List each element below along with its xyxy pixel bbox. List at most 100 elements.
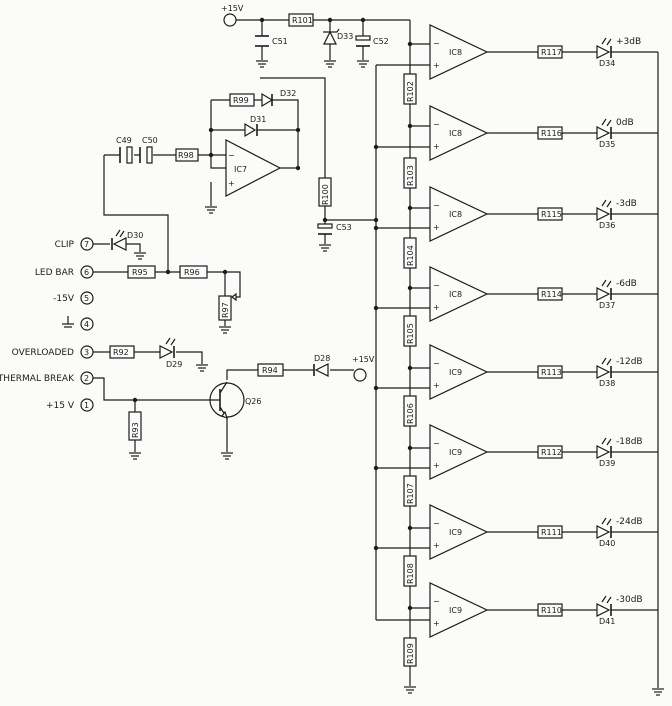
led-label: D38 (599, 379, 615, 388)
svg-text:R101: R101 (292, 16, 313, 25)
opamp-label: IC8 (449, 210, 462, 219)
ladder-resistor-r102: R102 (403, 73, 417, 105)
svg-text:D30: D30 (127, 231, 143, 240)
svg-text:+: + (433, 461, 440, 470)
level-label: -3dB (616, 199, 637, 209)
svg-text:−: − (228, 151, 235, 160)
resistor-r92: R92 (109, 345, 135, 359)
wiring (93, 19, 659, 688)
opamp-ic9: − + IC9 (429, 344, 489, 400)
svg-text:+: + (433, 381, 440, 390)
svg-text:R109: R109 (406, 643, 415, 664)
opamp-label: IC8 (449, 48, 462, 57)
terminal-label: OVERLOADED (12, 348, 74, 358)
ground-icon (62, 316, 74, 328)
svg-text:Q26: Q26 (245, 397, 261, 406)
resistor-r98: R98 (175, 148, 199, 162)
led-d41: D41 (596, 595, 615, 626)
opamp-ic9: − + IC9 (429, 424, 489, 480)
led-label: D35 (599, 140, 615, 149)
terminal-6: 6 LED BAR (35, 265, 94, 279)
svg-text:+: + (433, 541, 440, 550)
terminal-number: 2 (84, 374, 89, 383)
level-label: -6dB (616, 279, 637, 289)
opamp-label: IC9 (449, 368, 462, 377)
level-label: 0dB (616, 118, 634, 128)
svg-text:R99: R99 (233, 96, 249, 105)
level-label: +3dB (616, 37, 641, 47)
svg-text:R100: R100 (321, 184, 330, 205)
svg-text:+: + (433, 61, 440, 70)
terminal-label: THERMAL BREAK (0, 374, 75, 384)
svg-text:R96: R96 (184, 268, 200, 277)
resistor-r110: R110 (537, 603, 563, 617)
zener-d33: D33 (323, 28, 353, 45)
terminal-label: -15V (53, 294, 75, 304)
resistor-r95: R95 (127, 265, 156, 279)
terminal-label: LED BAR (35, 268, 74, 278)
svg-text:−: − (433, 120, 440, 129)
transistor-q26: Q26 (209, 381, 261, 420)
opamp-label: IC9 (449, 448, 462, 457)
resistor-label: R114 (541, 290, 562, 299)
resistor-r117: R117 (537, 45, 563, 59)
opamp-label: IC8 (449, 290, 462, 299)
ladder-resistor-label: R108 (406, 563, 415, 584)
potentiometer-r97: R97 (218, 292, 237, 321)
svg-text:C53: C53 (336, 223, 352, 232)
terminal-number: 7 (84, 240, 89, 249)
resistor-label: R113 (541, 368, 562, 377)
opamp-ic8: −+IC8 (429, 105, 489, 161)
led-d39: D39 (596, 437, 615, 468)
svg-text:R97: R97 (221, 302, 230, 318)
svg-text:C49: C49 (116, 136, 132, 145)
svg-text:−: − (433, 359, 440, 368)
resistor-r99: R99 (229, 93, 255, 107)
opamp-label: IC8 (449, 129, 462, 138)
svg-text:D33: D33 (337, 32, 353, 41)
ladder-resistor-r107: R107 (403, 475, 417, 507)
svg-text:−: − (433, 281, 440, 290)
terminal-number: 4 (84, 320, 89, 329)
resistor-r115: R115 (537, 207, 563, 221)
led-label: D41 (599, 617, 615, 626)
ladder-resistor-r104: R104 (403, 237, 417, 269)
terminal-number: 6 (84, 268, 89, 277)
svg-text:R98: R98 (178, 151, 194, 160)
led-label: D36 (599, 221, 615, 230)
svg-text:D28: D28 (314, 354, 330, 363)
ladder-resistor-label: R104 (406, 245, 415, 266)
resistor-r94: R94 (257, 363, 284, 377)
svg-text:−: − (433, 201, 440, 210)
svg-text:−: − (433, 519, 440, 528)
opamp-ic9: −+IC9 (429, 504, 489, 560)
terminal-5: 5-15V (53, 291, 94, 305)
led-label: D34 (599, 59, 615, 68)
ladder-resistor-r106: R106 (403, 395, 417, 427)
supply-terminal-right: +15V (352, 355, 375, 382)
led-d37: D37 (596, 279, 615, 310)
opamp-ic8: −+IC8 (429, 266, 489, 322)
terminal-number: 3 (84, 348, 89, 357)
resistor-r116: R116 (537, 126, 563, 140)
svg-text:IC7: IC7 (234, 165, 247, 174)
svg-text:D32: D32 (280, 89, 296, 98)
resistor-label: R110 (541, 606, 562, 615)
ladder-resistor-label: R105 (406, 323, 415, 344)
resistor-r96: R96 (179, 265, 208, 279)
svg-text:R92: R92 (113, 348, 129, 357)
resistor-r109: R109 (403, 637, 417, 667)
ladder-resistor-label: R107 (406, 483, 415, 504)
resistor-r100: R100 (318, 177, 332, 207)
terminal-label: CLIP (55, 240, 75, 250)
resistor-r112: R112 (537, 445, 563, 459)
led-d36: D36 (596, 199, 615, 230)
ladder-resistor-r105: R105 (403, 315, 417, 347)
svg-text:D29: D29 (166, 360, 182, 369)
svg-text:−: − (433, 439, 440, 448)
svg-text:C50: C50 (142, 136, 158, 145)
